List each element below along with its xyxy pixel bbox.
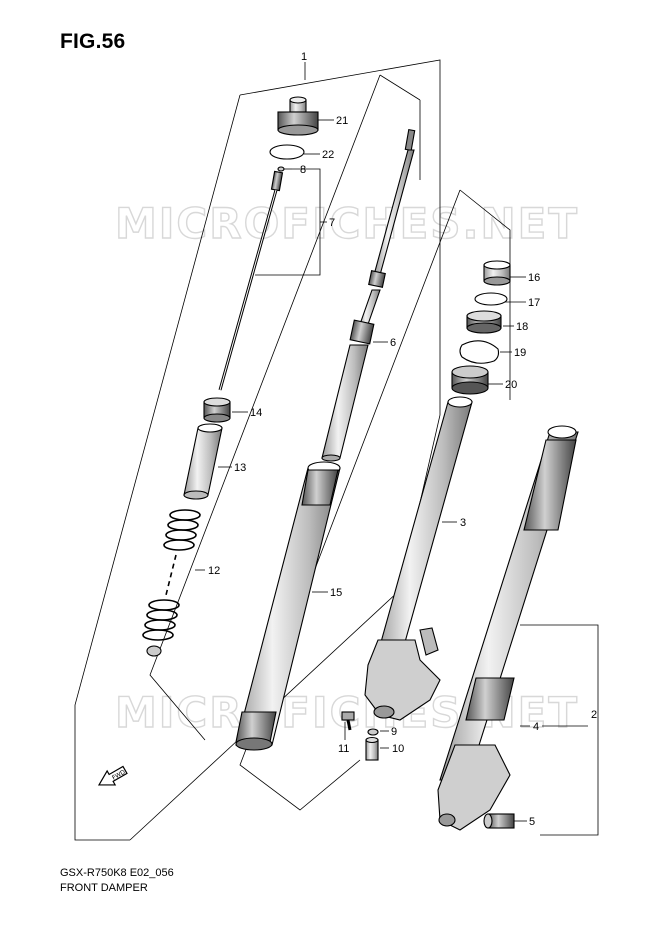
part-15-cartridge-tube [235, 461, 341, 751]
front-direction-arrow-icon: FWD [97, 765, 128, 786]
section-name: FRONT DAMPER [60, 882, 148, 894]
part-20-dust-seal [451, 365, 489, 395]
part-11-bolt [341, 711, 355, 731]
callout-15: 15 [330, 587, 342, 599]
callout-2: 2 [591, 709, 597, 721]
part-22-o-ring [269, 144, 305, 160]
callout-6: 6 [390, 337, 396, 349]
part-12-spring-end-nut [146, 645, 162, 657]
callout-1: 1 [301, 51, 307, 63]
part-10-bolt [365, 736, 379, 761]
callout-16: 16 [528, 272, 540, 284]
callout-7: 7 [329, 217, 335, 229]
leader-lines [195, 62, 588, 822]
part-18-oil-seal [466, 310, 502, 334]
frame-1-top [239, 59, 441, 415]
callout-3: 3 [460, 517, 466, 529]
frame-1-left [74, 94, 241, 841]
part-3-axle-bracket [364, 627, 441, 721]
part-4-outer-tube [437, 425, 579, 831]
callout-5: 5 [529, 816, 535, 828]
callout-17: 17 [528, 297, 540, 309]
part-3-inner-tube [375, 396, 473, 661]
callout-10: 10 [392, 743, 404, 755]
part-8-nut [277, 166, 285, 172]
callout-8: 8 [300, 164, 306, 176]
part-13-spacer [183, 423, 223, 500]
frame-inner-tube [239, 189, 511, 811]
callout-12: 12 [208, 565, 220, 577]
callout-19: 19 [514, 347, 526, 359]
part-12-spring [142, 509, 201, 641]
callout-4: 4 [533, 721, 539, 733]
callout-22: 22 [322, 149, 334, 161]
callout-labels: 1 2 3 4 5 6 7 8 9 10 11 12 13 14 15 16 1… [208, 51, 597, 828]
part-7-rod [218, 170, 284, 391]
part-17-washer [474, 292, 508, 306]
callout-11: 11 [338, 743, 349, 755]
part-14-spring-seat [203, 397, 231, 423]
figure-title: FIG.56 [60, 30, 126, 53]
part-9-washer [367, 728, 379, 736]
part-21-fork-cap [277, 96, 319, 136]
callout-21: 21 [336, 115, 348, 127]
callout-9: 9 [391, 726, 397, 738]
callout-13: 13 [234, 462, 246, 474]
part-6-damper-rod [321, 128, 416, 462]
model-code: GSX-R750K8 E02_056 [60, 867, 174, 879]
part-16-bushing [483, 260, 511, 286]
part-19-stopper-ring [459, 340, 500, 364]
callout-14: 14 [250, 407, 262, 419]
part-5-adjuster [483, 813, 515, 829]
callout-20: 20 [505, 379, 517, 391]
frame-2-bracket [520, 624, 599, 836]
callout-18: 18 [516, 321, 528, 333]
watermark-top: MICROFICHES.NET [115, 199, 579, 248]
